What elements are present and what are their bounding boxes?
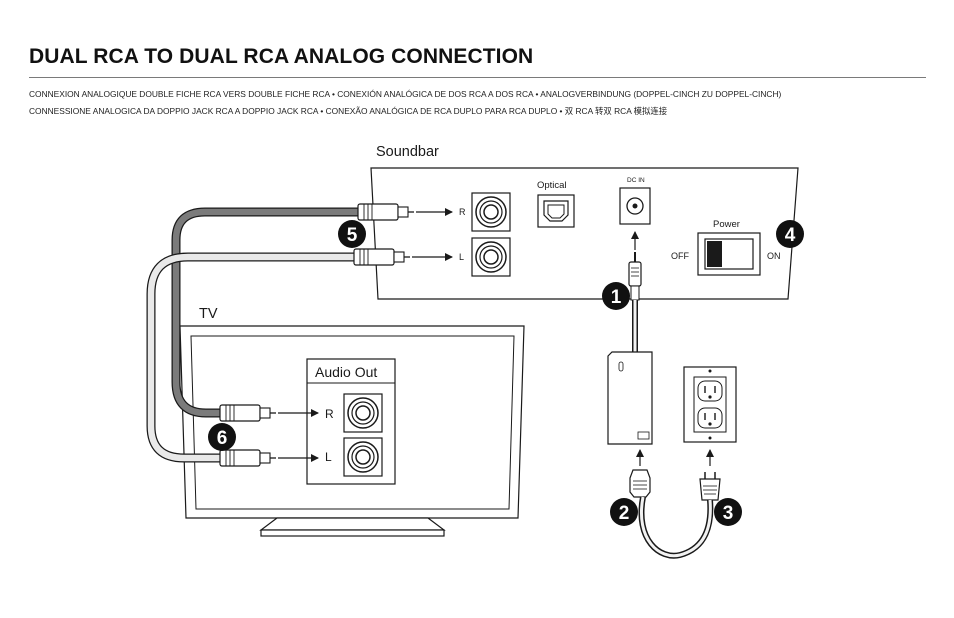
step-badge-1: 1 bbox=[602, 282, 630, 310]
rca-plug-tv-l bbox=[219, 449, 276, 467]
step-badge-3: 3 bbox=[714, 498, 742, 526]
step-badge-6: 6 bbox=[208, 423, 236, 451]
rca-cable-right bbox=[171, 207, 360, 418]
rca-plug-soundbar-l bbox=[353, 248, 410, 266]
svg-text:2: 2 bbox=[619, 503, 630, 524]
ac-wall-plug bbox=[699, 472, 721, 501]
power-off-label: OFF bbox=[671, 251, 689, 261]
dc-in-label: DC IN bbox=[627, 177, 645, 184]
iec-connector-plug bbox=[629, 469, 651, 498]
ac-power-cord bbox=[638, 496, 714, 559]
step-badge-5: 5 bbox=[338, 220, 366, 248]
dc-plug bbox=[628, 252, 642, 301]
soundbar-r-label: R bbox=[459, 207, 466, 217]
svg-text:6: 6 bbox=[217, 428, 228, 449]
rca-plug-tv-r bbox=[219, 404, 276, 422]
svg-text:4: 4 bbox=[785, 225, 796, 246]
svg-text:3: 3 bbox=[723, 503, 734, 524]
tv-rca-jack-r[interactable] bbox=[343, 393, 383, 433]
power-on-label: ON bbox=[767, 251, 781, 261]
dc-in-port[interactable] bbox=[619, 187, 651, 225]
wall-outlet bbox=[683, 366, 737, 443]
subtitle-translations-2: CONNESSIONE ANALOGICA DA DOPPIO JACK RCA… bbox=[29, 106, 668, 116]
step-badge-4: 4 bbox=[776, 220, 804, 248]
power-switch[interactable] bbox=[697, 232, 761, 276]
subtitle-translations-1: CONNEXION ANALOGIQUE DOUBLE FICHE RCA VE… bbox=[29, 89, 782, 99]
soundbar-rca-jack-l[interactable] bbox=[471, 237, 511, 277]
soundbar-l-label: L bbox=[459, 252, 464, 262]
tv-label: TV bbox=[199, 306, 218, 322]
tv-rca-jack-l[interactable] bbox=[343, 437, 383, 477]
optical-port[interactable] bbox=[537, 194, 575, 228]
title-divider bbox=[29, 77, 926, 78]
optical-label: Optical bbox=[537, 180, 567, 191]
tv-l-label: L bbox=[325, 450, 332, 464]
rca-plug-soundbar-r bbox=[357, 203, 414, 221]
svg-text:5: 5 bbox=[347, 225, 358, 246]
soundbar-rca-jack-r[interactable] bbox=[471, 192, 511, 232]
soundbar-label: Soundbar bbox=[376, 144, 439, 160]
power-label: Power bbox=[713, 219, 740, 230]
rca-cable-left bbox=[146, 252, 356, 463]
audio-out-label: Audio Out bbox=[315, 364, 377, 380]
power-adapter-brick bbox=[607, 351, 653, 445]
tv-r-label: R bbox=[325, 407, 334, 421]
step-badge-2: 2 bbox=[610, 498, 638, 526]
page-title: DUAL RCA TO DUAL RCA ANALOG CONNECTION bbox=[29, 45, 534, 68]
svg-text:1: 1 bbox=[611, 287, 622, 308]
